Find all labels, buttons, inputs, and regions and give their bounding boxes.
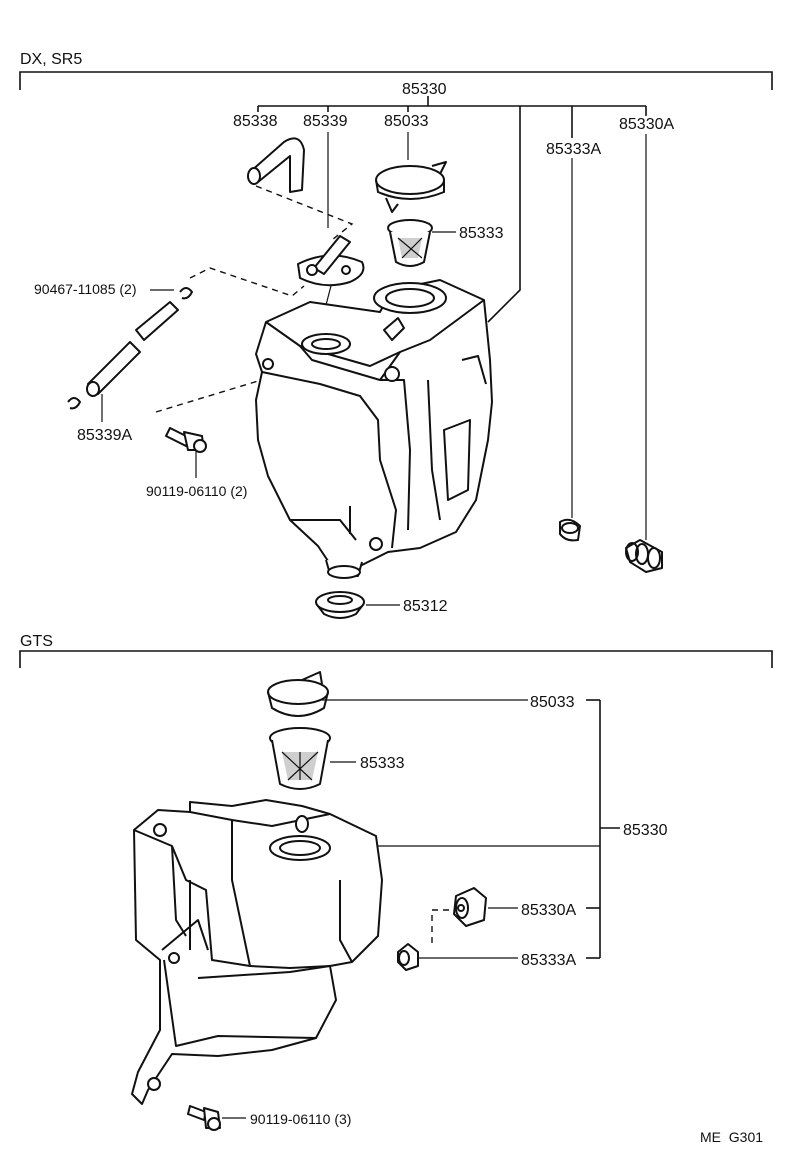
section-title-dx-sr5: DX, SR5 (20, 51, 82, 68)
label-85333A-top: 85333A (546, 141, 601, 158)
grommet-85330A-gts (453, 887, 487, 927)
grommet-85330A-top (625, 539, 663, 573)
section-bracket-top (19, 71, 773, 90)
hose-85338 (247, 137, 305, 193)
clip-90467 (67, 287, 193, 410)
label-85333-top: 85333 (459, 225, 504, 242)
section-dx-sr5: DX, SR5 (19, 51, 773, 619)
figure-code: ME G301 (700, 1129, 763, 1145)
label-85333-gts: 85333 (360, 755, 405, 772)
label-85333A-gts: 85333A (521, 952, 576, 969)
strainer-85333 (387, 219, 433, 267)
dashed-guides-top (155, 185, 354, 413)
washer-tank-dx (255, 279, 493, 579)
washer-tank-gts (131, 799, 383, 1105)
label-85312: 85312 (403, 598, 448, 615)
label-90467: 90467-11085 (2) (34, 281, 136, 297)
label-85330-gts: 85330 (623, 822, 668, 839)
hose-85339A (86, 301, 179, 397)
grommet-85333A-gts (397, 943, 419, 971)
label-85033-gts: 85033 (530, 694, 575, 711)
label-85330-top: 85330 (402, 81, 447, 98)
label-85338: 85338 (233, 113, 278, 130)
label-90119-gts: 90119-06110 (3) (250, 1111, 351, 1127)
strainer-85333-gts (269, 727, 331, 790)
label-85330A-top: 85330A (619, 116, 674, 133)
label-85339: 85339 (303, 113, 348, 130)
label-85033-top: 85033 (384, 113, 429, 130)
drain-cap-85312 (315, 591, 365, 619)
grommet-85333A-top (559, 518, 581, 542)
section-bracket-bottom (19, 650, 773, 668)
bolt-90119-top (165, 427, 207, 453)
pump-85339 (297, 235, 365, 287)
leader-lines-bottom (222, 699, 620, 1119)
cap-85033 (375, 161, 447, 213)
bolt-90119-gts (187, 1105, 221, 1131)
label-85330A-gts: 85330A (521, 902, 576, 919)
label-85339A: 85339A (77, 427, 132, 444)
section-title-gts: GTS (20, 633, 53, 650)
section-gts: GTS (19, 633, 773, 1131)
cap-85033-gts (267, 671, 329, 717)
label-90119-top: 90119-06110 (2) (146, 483, 247, 499)
